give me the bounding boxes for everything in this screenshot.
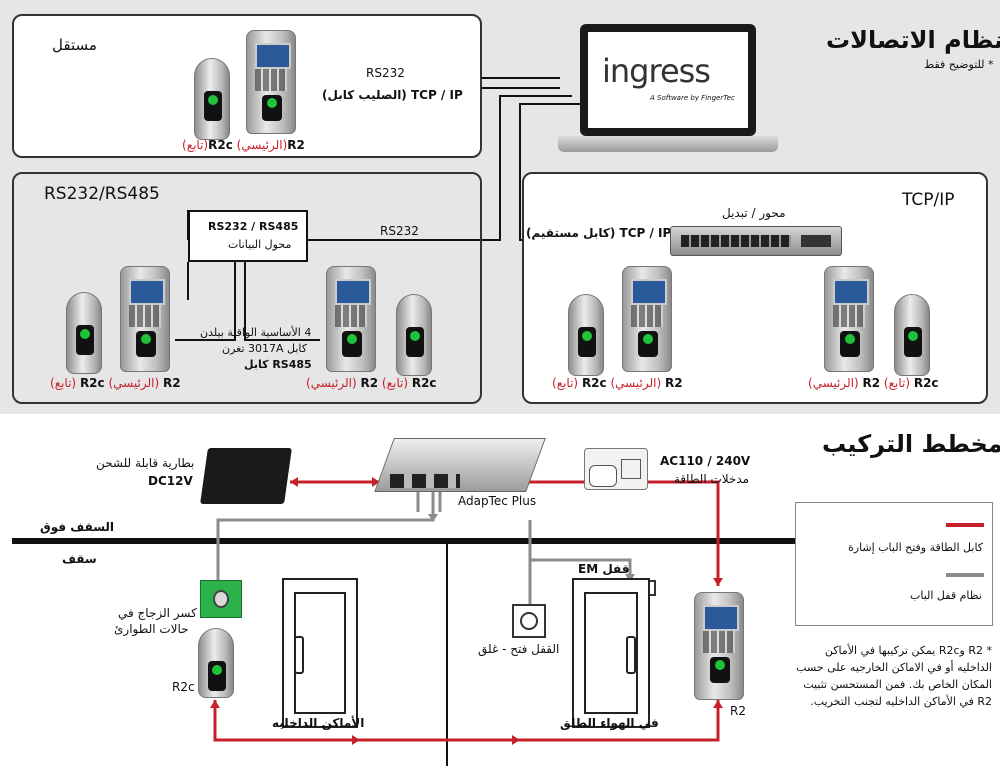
install-r2c-label: R2c — [172, 680, 195, 694]
outdoor-door — [572, 578, 650, 728]
ingress-tagline: A Software by FingerTec — [650, 94, 735, 102]
indoor-door — [282, 578, 358, 728]
standalone-caption: (تابع)R2c (الرئيسي)R2 — [182, 138, 305, 152]
rs485-left-caption: (تابع) R2c (الرئيسي) R2 — [50, 376, 181, 390]
tcp-left-caption: (تابع) R2c (الرئيسي) R2 — [552, 376, 683, 390]
power-label-1: AC110 / 240V — [660, 454, 751, 468]
tcp-right-caption: (الرئيسي) R2 (تابع) R2c — [808, 376, 939, 390]
tcpip-panel: TCP/IP محور / تبديل TCP / IP (كابل مستقي… — [522, 172, 988, 404]
indoor-label: الأماكن الداخليه — [272, 716, 365, 730]
rs485-left-r2c — [66, 292, 102, 374]
battery — [200, 448, 292, 504]
laptop: ingress A Software by FingerTec — [558, 24, 778, 156]
battery-label-2: DC12V — [148, 474, 193, 488]
cable-spec-2: كابل 3017A تغرن — [222, 342, 308, 355]
network-switch — [670, 226, 842, 256]
door-lock-label: القفل فتح - غلق — [478, 642, 560, 656]
install-r2-device — [694, 592, 744, 700]
legend-power-label: كابل الطاقة وفتح الباب إشارة — [848, 541, 984, 554]
tcp-left-r2c — [568, 294, 604, 376]
ceiling-above-label: السقف فوق — [40, 520, 115, 534]
standalone-r2c-device — [194, 58, 230, 140]
rs485-rs232-label: RS232 — [380, 224, 419, 238]
tcp-right-r2c — [894, 294, 930, 376]
lock-cables — [216, 488, 632, 766]
standalone-panel: مستقل (تابع)R2c (الرئيسي)R2 RS232 TCP / … — [12, 14, 482, 158]
communication-note: * للتوضيح فقط — [924, 58, 994, 71]
tcp-right-r2 — [824, 266, 874, 372]
break-glass-unit — [200, 580, 242, 618]
standalone-tcpip-label: TCP / IP (الصليب كابل) — [322, 88, 463, 102]
cable-legend: كابل الطاقة وفتح الباب إشارة نظام قفل ال… — [795, 502, 993, 626]
installation-footnote: * R2 وR2c يمكن تركيبها في الأماكن الداخل… — [796, 644, 992, 708]
legend-lock-swatch — [946, 573, 984, 577]
rs485-right-r2 — [326, 266, 376, 372]
tcpip-title: TCP/IP — [902, 190, 955, 210]
communication-title: نظام الاتصالات — [826, 26, 1000, 54]
tcp-left-r2 — [622, 266, 672, 372]
power-arrows — [210, 477, 723, 745]
install-r2-label: R2 — [730, 704, 746, 718]
door-lock-switch — [512, 604, 546, 638]
standalone-title: مستقل — [52, 36, 97, 54]
installation-title: مخطط التركيب — [822, 430, 1000, 458]
rs485-panel: RS232/RS485 RS232 / RS485 محول البيانات … — [12, 172, 482, 404]
install-r2c-device — [198, 628, 234, 698]
power-plug — [584, 448, 648, 490]
laptop-base — [558, 136, 778, 152]
cable-spec-3: RS485 كابل — [244, 358, 312, 371]
power-label-2: مدخلات الطاقة — [674, 472, 750, 486]
rs485-title: RS232/RS485 — [44, 184, 160, 204]
rs485-right-caption: (الرئيسي) R2 (تابع) R2c — [306, 376, 437, 390]
standalone-r2-device — [246, 30, 296, 134]
glass-label-1: كسر الزجاج في — [118, 606, 197, 620]
ingress-logo: ingress — [602, 52, 711, 90]
legend-lock-label: نظام قفل الباب — [910, 589, 982, 602]
rs485-left-r2 — [120, 266, 170, 372]
battery-label-1: بطارية قابلة للشحن — [96, 456, 195, 470]
hub-label: محور / تبديل — [722, 206, 786, 220]
glass-label-2: حالات الطوارئ — [114, 622, 189, 636]
laptop-screen: ingress A Software by FingerTec — [580, 24, 756, 136]
data-converter-box: RS232 / RS485 محول البيانات — [188, 210, 308, 262]
ceiling-label: سقف — [62, 552, 97, 566]
adaptec-ports — [390, 474, 460, 488]
rs485-right-r2c — [396, 294, 432, 376]
tcpip-cable-label: TCP / IP (كابل مستقيم) — [526, 226, 672, 240]
outdoor-label: في الهواء الطلق — [560, 716, 659, 730]
cable-spec-1: 4 الأساسية الواقية بيلدن — [200, 326, 312, 339]
adaptec-label: AdapTec Plus — [458, 494, 537, 508]
standalone-rs232-label: RS232 — [366, 66, 405, 80]
legend-power-swatch — [946, 523, 984, 527]
em-lock-label: قفل EM — [578, 562, 630, 576]
